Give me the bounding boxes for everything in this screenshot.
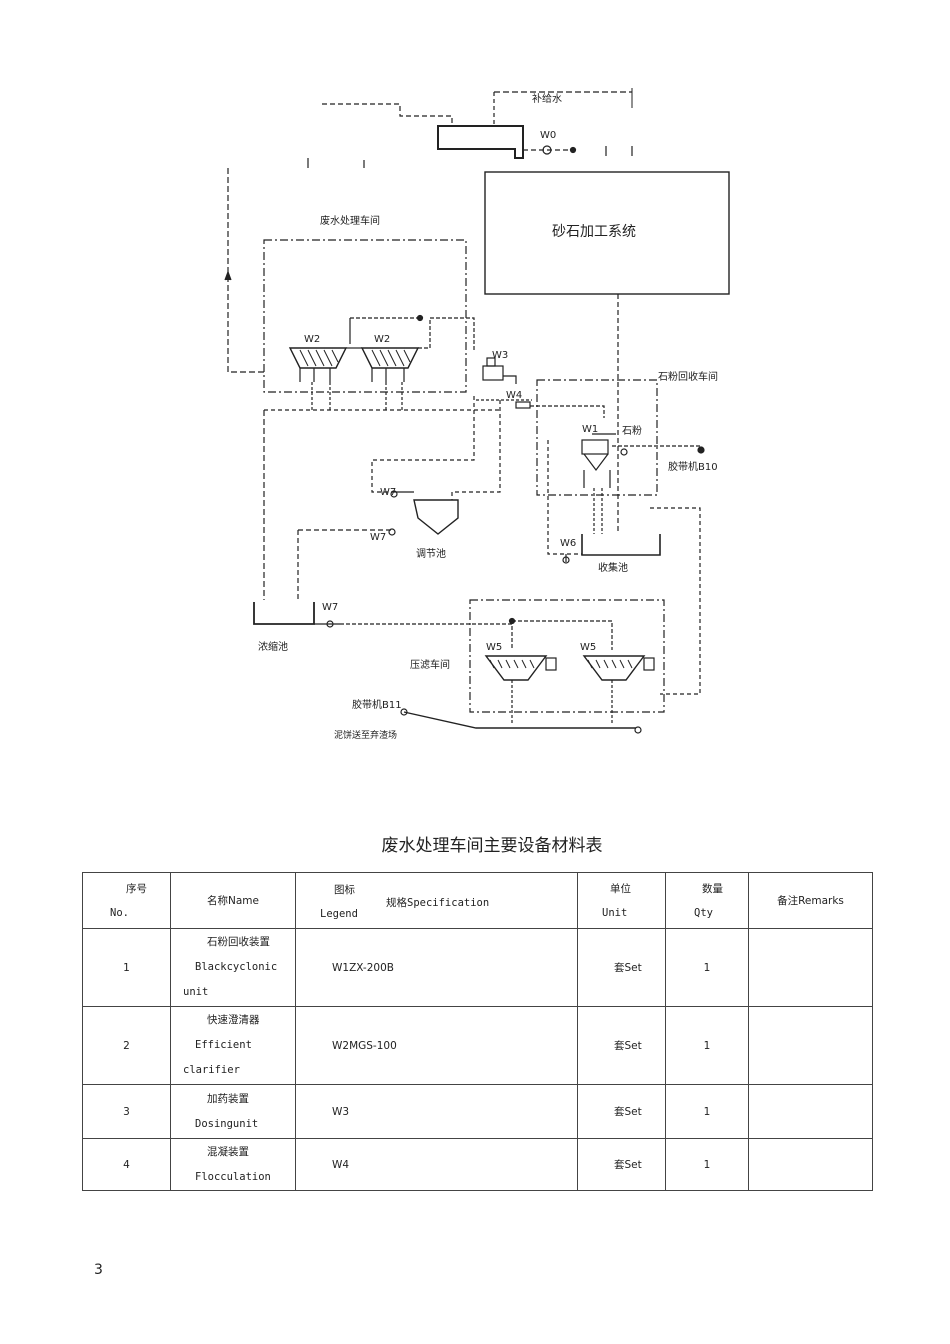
row-qty: 1 <box>665 1006 749 1085</box>
header-unit-en: Unit <box>602 906 628 919</box>
equipment-table: 序号 No. 名称Name 图标 Legend 规格Specification … <box>82 872 873 1191</box>
row-name-en: Efficient <box>195 1039 252 1051</box>
process-flow-diagram: 补给水 W0 砂石加工系统 废水处理车间 W2 W2 W3 石粉回收车间 W4 … <box>224 88 730 741</box>
regulating-tank-label: 调节池 <box>416 547 446 560</box>
mud-transport-label: 泥饼送至弃渣场 <box>334 729 397 741</box>
row-name: 快速澄清器 Efficient clarifier <box>170 1006 296 1085</box>
header-spec: 规格Specification <box>386 896 490 909</box>
conveyor-b11-label: 胶带机B11 <box>352 698 402 711</box>
makeup-water-label: 补给水 <box>532 92 562 105</box>
w2-label-1: W2 <box>304 334 320 345</box>
header-no-en: No. <box>110 906 129 919</box>
w1-label: W1 <box>582 424 598 435</box>
wastewater-workshop-label: 废水处理车间 <box>320 214 380 227</box>
w5-label-1: W5 <box>486 642 502 653</box>
row-name-en-cont: clarifier <box>183 1064 240 1076</box>
header-unit-zh: 单位 <box>610 882 631 895</box>
w7-label-1: W7 <box>380 487 396 498</box>
row-spec: W3 <box>295 1084 578 1139</box>
row-spec: W4 <box>295 1138 578 1191</box>
row-remarks <box>748 1006 873 1085</box>
row-name-en: Flocculation <box>195 1170 271 1183</box>
header-name-text: 名称Name <box>207 895 259 907</box>
w4-label: W4 <box>506 390 522 401</box>
w0-label: W0 <box>540 130 556 141</box>
row-spec: W1ZX-200B <box>295 928 578 1007</box>
table-header-row: 序号 No. 名称Name 图标 Legend 规格Specification … <box>82 872 873 929</box>
thickening-tank-label: 浓缩池 <box>258 640 288 653</box>
header-legend-en: Legend <box>320 907 358 920</box>
collection-tank-label: 收集池 <box>598 561 628 574</box>
table-title: 废水处理车间主要设备材料表 <box>381 836 603 856</box>
row-name: 加药装置 Dosingunit <box>170 1084 296 1139</box>
row-unit: 套Set <box>577 928 666 1007</box>
w5-label-2: W5 <box>580 642 596 653</box>
row-remarks <box>748 928 873 1007</box>
header-unit: 单位 Unit <box>577 872 666 929</box>
row-remarks <box>748 1084 873 1139</box>
row-no: 1 <box>82 928 171 1007</box>
row-unit: 套Set <box>577 1084 666 1139</box>
header-legend-zh: 图标 <box>334 883 355 896</box>
row-name-en-cont: unit <box>183 986 209 998</box>
w7-label-3: W7 <box>322 602 338 613</box>
row-no: 4 <box>82 1138 171 1191</box>
w3-label: W3 <box>492 350 508 361</box>
table-row: 1 石粉回收装置 Blackcyclonic unit W1ZX-200B 套S… <box>82 928 873 1007</box>
row-name: 石粉回收装置 Blackcyclonic unit <box>170 928 296 1007</box>
header-legend-spec: 图标 Legend 规格Specification <box>295 872 578 929</box>
row-name-en: Dosingunit <box>195 1117 259 1130</box>
row-qty: 1 <box>665 1084 749 1139</box>
w2-label-2: W2 <box>374 334 390 345</box>
row-unit: 套Set <box>577 1006 666 1085</box>
row-unit: 套Set <box>577 1138 666 1191</box>
stone-powder-workshop-label: 石粉回收车间 <box>658 370 718 383</box>
filter-press-workshop-label: 压滤车间 <box>410 658 450 671</box>
row-qty: 1 <box>665 928 749 1007</box>
page-number: 3 <box>94 1262 103 1278</box>
header-remarks-text: 备注Remarks <box>777 895 844 907</box>
row-name: 混凝装置 Flocculation <box>170 1138 296 1191</box>
row-remarks <box>748 1138 873 1191</box>
header-no: 序号 No. <box>82 872 171 929</box>
row-name-zh: 加药装置 <box>207 1092 249 1105</box>
header-name: 名称Name <box>170 872 296 929</box>
row-spec: W2MGS-100 <box>295 1006 578 1085</box>
w6-label: W6 <box>560 538 576 549</box>
sand-system-label: 砂石加工系统 <box>552 224 636 240</box>
row-qty: 1 <box>665 1138 749 1191</box>
row-no: 3 <box>82 1084 171 1139</box>
header-no-zh: 序号 <box>126 882 147 895</box>
row-name-zh: 混凝装置 <box>207 1145 249 1158</box>
table-row: 2 快速澄清器 Efficient clarifier W2MGS-100 套S… <box>82 1006 873 1085</box>
row-name-zh: 石粉回收装置 <box>207 936 270 948</box>
table-row: 4 混凝装置 Flocculation W4 套Set 1 <box>82 1138 873 1191</box>
row-name-en: Blackcyclonic <box>195 961 278 973</box>
conveyor-b10-label: 胶带机B10 <box>668 460 718 473</box>
header-remarks: 备注Remarks <box>748 872 873 929</box>
header-qty: 数量 Qty <box>665 872 749 929</box>
w7-label-2: W7 <box>370 532 386 543</box>
table-row: 3 加药装置 Dosingunit W3 套Set 1 <box>82 1084 873 1139</box>
header-qty-en: Qty <box>694 906 713 919</box>
stone-powder-label: 石粉 <box>622 424 642 437</box>
header-qty-zh: 数量 <box>702 882 723 895</box>
row-name-zh: 快速澄清器 <box>207 1014 260 1026</box>
row-no: 2 <box>82 1006 171 1085</box>
